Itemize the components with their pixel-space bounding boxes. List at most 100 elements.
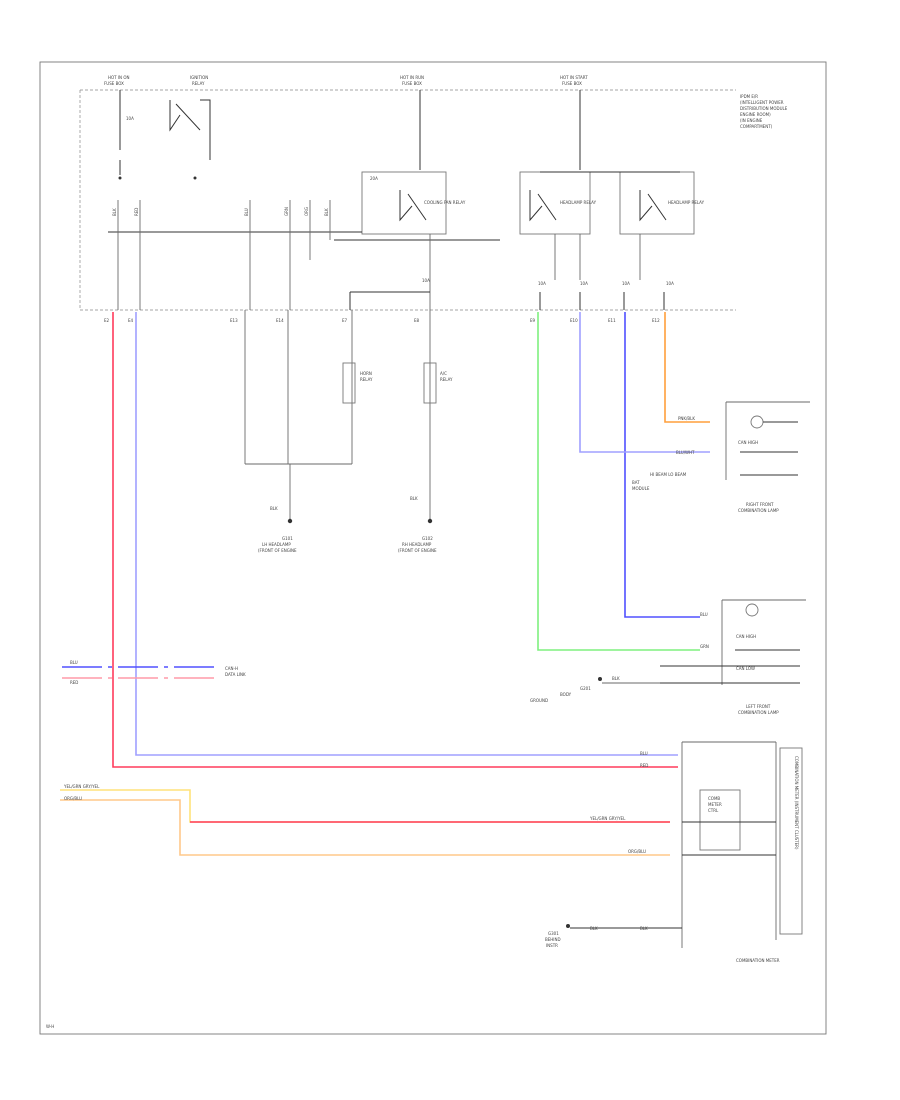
svg-text:10A: 10A [422, 278, 430, 283]
svg-text:BLU: BLU [700, 612, 708, 617]
label-ignition-relay: RELAY [192, 81, 205, 86]
diagram-frame [39, 61, 827, 1035]
ground-label-1b: LH HEADLAMP [262, 542, 291, 547]
svg-text:RED: RED [70, 680, 78, 685]
wire-green [537, 312, 700, 651]
svg-text:HI BEAM LO BEAM: HI BEAM LO BEAM [650, 472, 687, 477]
svg-text:CAN LOW: CAN LOW [736, 666, 755, 671]
svg-text:E13: E13 [230, 318, 238, 323]
svg-text:RED: RED [640, 763, 648, 768]
svg-text:10A: 10A [580, 281, 588, 286]
svg-text:BLK: BLK [324, 208, 329, 216]
meter-label: COMBINATION METER [736, 958, 780, 963]
svg-text:YEL/GRN GRY/YEL: YEL/GRN GRY/YEL [589, 816, 626, 821]
svg-text:10A: 10A [622, 281, 630, 286]
svg-text:BLU: BLU [640, 751, 648, 756]
note-line-2: (INTELLIGENT POWER [740, 100, 784, 105]
note-line-3: DISTRIBUTION MODULE [740, 106, 788, 111]
note-line-1: IPDM E/R [740, 94, 758, 99]
label-hot-run: HOT IN RUN [400, 75, 424, 80]
svg-text:BODY: BODY [560, 692, 572, 697]
svg-text:HORN: HORN [360, 371, 372, 376]
relay-headlamp-1: HEADLAMP RELAY [519, 171, 597, 235]
svg-text:10A: 10A [666, 281, 674, 286]
wire-peach [60, 799, 670, 856]
svg-text:HEADLAMP RELAY: HEADLAMP RELAY [668, 200, 705, 205]
svg-text:E12: E12 [652, 318, 660, 323]
meter-side-label: COMBINATION METER (INSTRUMENT CLUSTER) [794, 756, 799, 850]
svg-text:LEFT FRONT: LEFT FRONT [746, 704, 771, 709]
svg-text:ORG/BLU: ORG/BLU [628, 849, 646, 854]
svg-text:20A: 20A [370, 176, 378, 181]
svg-text:HEADLAMP RELAY: HEADLAMP RELAY [560, 200, 597, 205]
svg-text:BLK: BLK [410, 496, 418, 501]
ground-label-2b: RH HEADLAMP [402, 542, 432, 547]
svg-text:BLU: BLU [70, 660, 78, 665]
svg-text:G201: G201 [580, 686, 591, 691]
svg-text:PNK/BLK: PNK/BLK [678, 416, 695, 421]
svg-text:CAN-H: CAN-H [225, 666, 238, 671]
svg-text:GRN: GRN [700, 644, 709, 649]
svg-text:COOLING FAN RELAY: COOLING FAN RELAY [424, 200, 466, 205]
svg-text:DATA LINK: DATA LINK [225, 672, 246, 677]
label-ignition: IGNITION [190, 75, 208, 80]
svg-text:BLK: BLK [640, 926, 648, 931]
signal-wires [60, 312, 710, 856]
svg-text:COMBINATION LAMP: COMBINATION LAMP [738, 710, 779, 715]
svg-text:E4: E4 [128, 318, 134, 323]
note-line-5: (IN ENGINE [740, 118, 763, 123]
svg-text:MODULE: MODULE [632, 486, 650, 491]
svg-text:RELAY: RELAY [440, 377, 453, 382]
svg-text:E9: E9 [530, 318, 536, 323]
svg-text:BLK: BLK [112, 208, 117, 216]
svg-text:BLU/WHT: BLU/WHT [676, 450, 695, 455]
wire-red [112, 312, 678, 768]
relay-cooling-fan: COOLING FAN RELAY 20A [361, 171, 466, 235]
svg-text:COMBINATION LAMP: COMBINATION LAMP [738, 508, 779, 513]
svg-text:E14: E14 [276, 318, 284, 323]
svg-text:ORG: ORG [304, 207, 309, 216]
ground-label-2c: (FRONT OF ENGINE [398, 548, 437, 553]
svg-text:RIGHT FRONT: RIGHT FRONT [746, 502, 774, 507]
label-hot-start-fuse: FUSE BOX [562, 81, 582, 86]
svg-text:CTRL: CTRL [708, 808, 719, 813]
relay-headlamp-2: HEADLAMP RELAY [619, 171, 705, 235]
svg-text:10A: 10A [126, 116, 134, 121]
ground-label-1a: G101 [282, 536, 293, 541]
svg-text:G301: G301 [548, 931, 559, 936]
svg-text:COMB: COMB [708, 796, 720, 801]
label-yel-grn: YEL/GRN GRY/YEL [63, 784, 100, 789]
wire-blue [624, 312, 700, 618]
svg-text:E11: E11 [608, 318, 616, 323]
label-hot-start: HOT IN START [560, 75, 588, 80]
combination-meter: COMBINATION METER (INSTRUMENT CLUSTER) B… [545, 741, 803, 963]
note-line-4: ENGINE ROOM) [740, 112, 771, 117]
svg-text:BEHIND: BEHIND [545, 937, 561, 942]
svg-text:10A: 10A [538, 281, 546, 286]
label-hot-run-fuse: FUSE BOX [402, 81, 422, 86]
svg-text:CAN HIGH: CAN HIGH [736, 634, 756, 639]
note-line-6: COMPARTMENT) [740, 124, 773, 129]
svg-text:BLK: BLK [590, 926, 598, 931]
svg-text:E8: E8 [414, 318, 420, 323]
svg-text:E7: E7 [342, 318, 348, 323]
label-hot-on-fuse: FUSE BOX [104, 81, 124, 86]
svg-text:BLK: BLK [270, 506, 278, 511]
corner-tag: W-H [46, 1024, 54, 1029]
ground-label-1c: (FRONT OF ENGINE [258, 548, 297, 553]
svg-text:RELAY: RELAY [360, 377, 373, 382]
svg-text:RED: RED [134, 208, 139, 216]
label-hot-on: HOT IN ON [108, 75, 129, 80]
wire-lavender [135, 312, 678, 756]
left-front-combo-lamp: BLU GRN CAN HIGH CAN LOW BLK G201 BODY G… [530, 599, 806, 715]
right-front-combo-lamp: PNK/BLK BLU/WHT CAN HIGH HI BEAM LO BEAM… [632, 401, 810, 513]
svg-text:METER: METER [708, 802, 722, 807]
svg-text:E2: E2 [104, 318, 110, 323]
svg-text:CAN HIGH: CAN HIGH [738, 440, 758, 445]
svg-text:BAT: BAT [632, 480, 640, 485]
svg-text:GROUND: GROUND [530, 698, 548, 703]
fuse-box-section: HOT IN ON FUSE BOX IGNITION RELAY HOT IN… [79, 75, 788, 311]
ground-label-2a: G102 [422, 536, 433, 541]
